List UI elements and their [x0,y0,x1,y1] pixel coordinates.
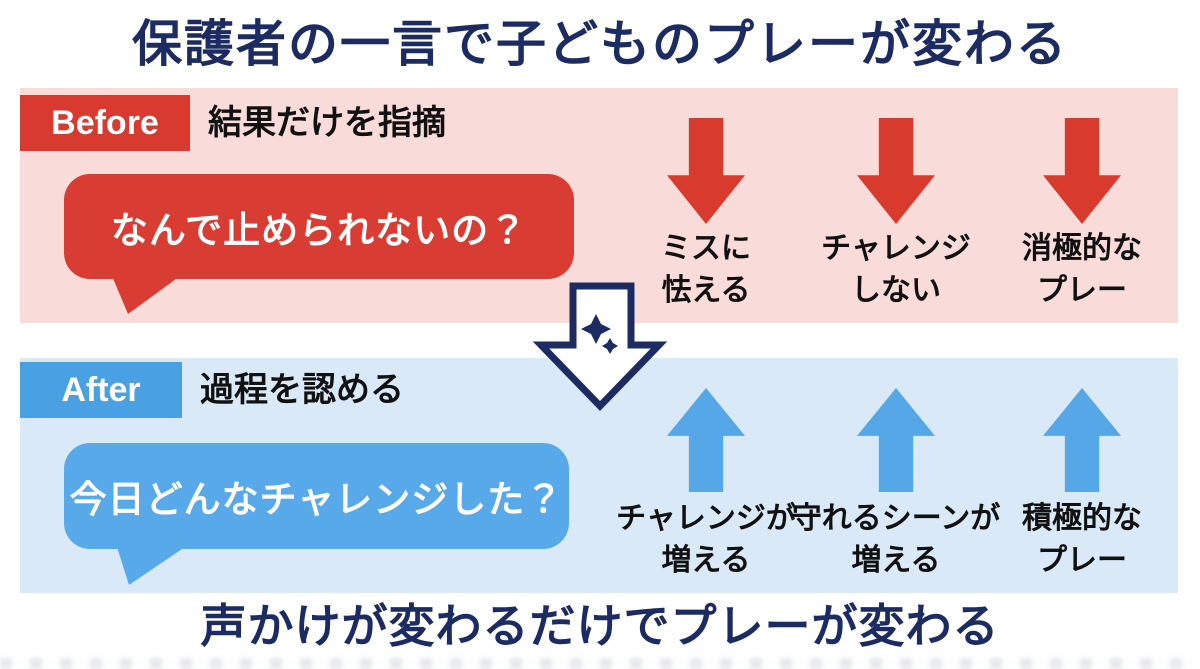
up-arrow-icon [1043,388,1121,492]
before-speech-bubble: なんで止められないの？ [64,174,574,279]
after-outcome-label: 守れるシーンが 増える [791,502,1001,577]
before-speech-bubble-tail [112,276,180,314]
after-badge-label: After [61,370,141,409]
up-arrow-icon [667,388,745,492]
after-heading: 過程を認める [200,371,404,409]
after-outcome-label: 積極的な プレー [1022,502,1142,577]
sparkle-icon [602,338,618,354]
before-badge: Before [20,95,190,151]
before-outcome-label: ミスに 怯える [661,232,751,307]
page-title: 保護者の一言で子どものプレーが変わる [132,16,1068,72]
up-arrow-icon [857,388,935,492]
down-arrow-icon [667,118,745,224]
before-badge-label: Before [51,103,159,142]
after-bubble-text: 今日どんなチャレンジした？ [69,479,564,520]
before-outcome-label: チャレンジ しない [821,232,971,307]
down-arrow-icon [857,118,935,224]
before-bubble-text: なんで止められないの？ [110,209,528,251]
before-outcome-label: 消極的な プレー [1022,232,1142,307]
before-section: Before 結果だけを指摘 なんで止められないの？ ミスに 怯える チャレンジ… [20,88,1178,323]
sparkle-icon [581,314,611,344]
down-arrow-icon [1043,118,1121,224]
after-badge: After [20,362,182,418]
footer-title: 声かけが変わるだけでプレーが変わる [200,600,1000,652]
after-speech-bubble: 今日どんなチャレンジした？ [64,443,569,549]
after-speech-bubble-tail [117,547,185,585]
after-outcome-label: チャレンジが 増える [616,502,796,577]
bottom-artifact-strip [0,658,1200,669]
before-heading: 結果だけを指摘 [208,104,446,142]
transition-arrow-shape [532,282,668,412]
transition-down-arrow-icon [532,282,668,412]
